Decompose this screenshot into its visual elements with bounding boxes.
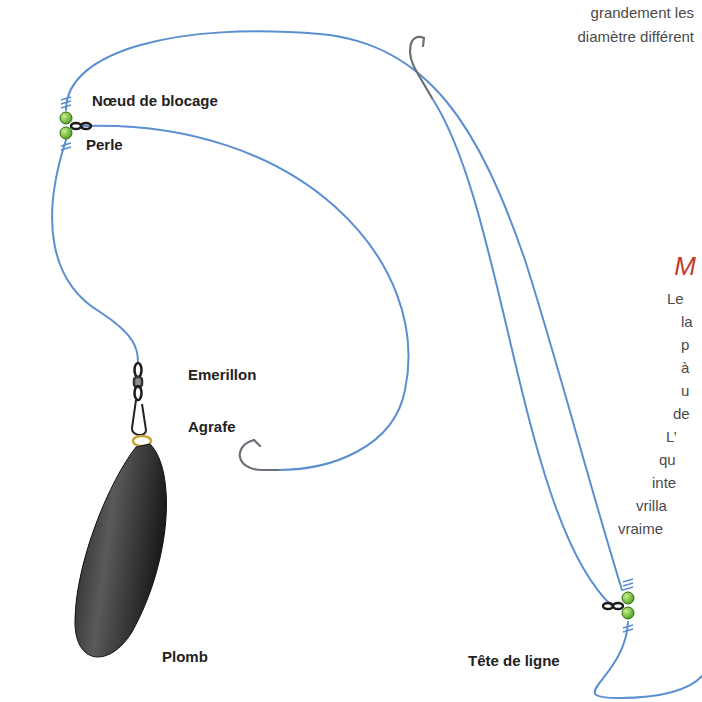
part-label: Emerillon [186,366,258,383]
note-text: diamètre différent [576,28,696,45]
part-label: Tête de ligne [466,652,562,669]
note-text: grandement les [589,4,696,21]
note-text: vraime [616,520,665,537]
note-text: qu [657,451,678,468]
note-text: vrilla [634,497,669,514]
part-label: Agrafe [186,418,238,435]
note-text: la [679,313,695,330]
note-text: L’ [664,428,679,445]
lead-sinker [75,444,166,657]
note-text: à [679,359,691,376]
note-text: p [679,336,691,353]
snap-clip [132,400,151,446]
note-text: inte [650,474,678,491]
hook [240,37,432,470]
fishing-line [52,31,702,698]
note-text: u [679,382,691,399]
section-heading: M [672,252,698,282]
part-label: Perle [84,136,125,153]
part-label: Nœud de blocage [90,92,220,109]
note-text: de [671,405,692,422]
part-label: Plomb [160,648,210,665]
note-text: Le [665,290,686,307]
